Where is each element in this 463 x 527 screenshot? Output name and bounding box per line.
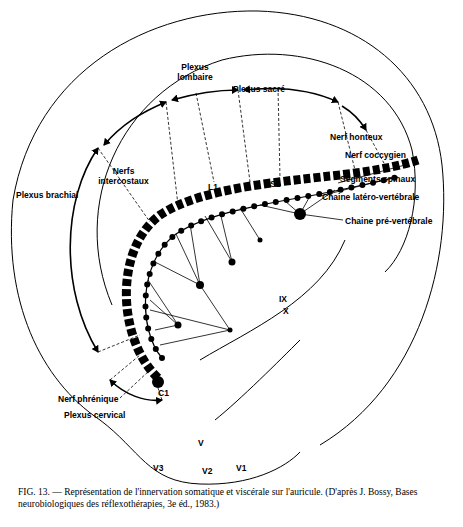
leader-lines xyxy=(98,88,385,400)
nerve-label: V2 xyxy=(202,466,212,476)
nerve-label: Nerf honteux xyxy=(330,132,382,142)
nerve-label: Plexus sacré xyxy=(233,84,285,94)
nerve-label: V1 xyxy=(236,463,246,473)
nerve-label: Plexus brachial xyxy=(16,190,78,200)
nerve-label: C1 xyxy=(158,388,169,398)
concha-outline xyxy=(200,240,345,420)
ear-outline xyxy=(11,11,443,484)
nerve-label: S1 xyxy=(270,179,280,189)
plexus-brackets xyxy=(70,89,366,401)
nerve-label: Nerf phrénique xyxy=(58,394,118,404)
lateral-ganglia xyxy=(145,177,398,358)
prevertebral-branches xyxy=(148,190,335,345)
nerve-label: V xyxy=(198,438,204,448)
figure-caption: FIG. 13. — Représentation de l'innervati… xyxy=(18,486,448,510)
nerve-label: Nerfs intercostaux xyxy=(96,166,151,186)
nerve-label: Plexus lombaire xyxy=(170,62,220,82)
nerve-label: V3 xyxy=(153,463,163,473)
lateral-chain xyxy=(145,177,398,358)
nerve-label: Plexus cervical xyxy=(64,410,125,420)
nerve-label: Chaine latéro-vertébrale xyxy=(322,192,419,202)
nerve-label: Nerf coccygien xyxy=(345,150,406,160)
nerve-label: IX xyxy=(279,294,287,304)
nerve-label: Segments spinaux xyxy=(340,174,415,184)
nerve-label: X xyxy=(283,306,289,316)
prevertebral-ganglia xyxy=(152,208,306,388)
nerve-label: L1 xyxy=(208,182,218,192)
nerve-label: Chaine pré-vertébrale xyxy=(345,216,432,226)
